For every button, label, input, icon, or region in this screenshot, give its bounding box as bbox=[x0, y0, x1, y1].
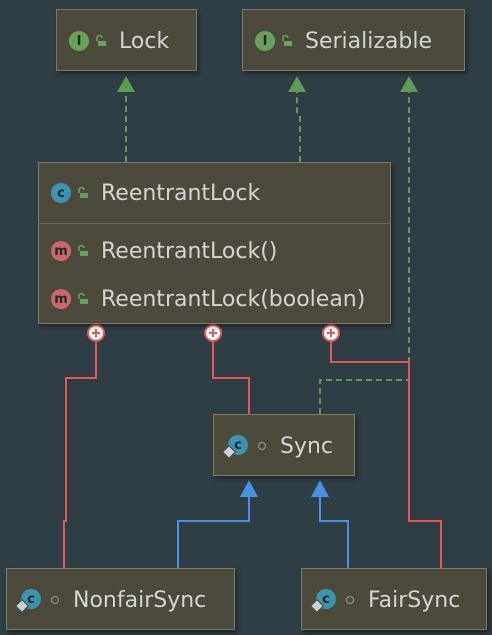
unlock-icon bbox=[282, 35, 292, 46]
inner-class-icon: c bbox=[309, 587, 338, 614]
unlock-icon bbox=[78, 293, 88, 304]
circle-icon bbox=[258, 442, 266, 450]
edge-fairsync-inner-of-reentrantlock bbox=[322, 324, 442, 568]
node-reentrantlock[interactable]: c ReentrantLock m ReentrantLock() m Reen… bbox=[38, 162, 391, 324]
unlock-icon bbox=[78, 245, 88, 256]
node-serializable-name: Serializable bbox=[305, 28, 433, 54]
node-sync[interactable]: c Sync bbox=[213, 414, 355, 476]
circle-icon bbox=[51, 596, 59, 604]
unlock-icon bbox=[96, 35, 106, 46]
edge-reentrantlock-implements-lock bbox=[117, 76, 135, 162]
node-lock[interactable]: I Lock bbox=[56, 9, 197, 71]
edge-reentrantlock-implements-serializable bbox=[288, 76, 306, 162]
node-divider bbox=[39, 223, 390, 224]
edge-sync-inner-of-reentrantlock bbox=[204, 324, 250, 414]
method-name: ReentrantLock(boolean) bbox=[101, 286, 366, 312]
node-reentrantlock-name: ReentrantLock bbox=[101, 180, 261, 206]
node-lock-name: Lock bbox=[119, 28, 170, 54]
method-name: ReentrantLock() bbox=[101, 238, 278, 264]
edge-fairsync-extends-sync bbox=[311, 480, 349, 568]
interface-icon: I bbox=[69, 31, 89, 51]
inner-class-icon: c bbox=[221, 433, 250, 460]
method-icon: m bbox=[51, 289, 71, 309]
unlock-icon bbox=[78, 187, 88, 198]
edge-nonfairsync-inner-of-reentrantlock bbox=[63, 324, 105, 568]
circle-icon bbox=[346, 596, 354, 604]
inner-class-icon: c bbox=[14, 587, 43, 614]
class-icon: c bbox=[51, 183, 71, 203]
node-nonfairsync[interactable]: c NonfairSync bbox=[6, 568, 235, 630]
node-fairsync-name: FairSync bbox=[368, 587, 461, 613]
method-icon: m bbox=[51, 241, 71, 261]
edge-nonfairsync-extends-sync bbox=[177, 480, 258, 568]
edge-sync-implements-serializable bbox=[319, 76, 418, 414]
node-nonfairsync-name: NonfairSync bbox=[73, 587, 207, 613]
method-row[interactable]: m ReentrantLock() bbox=[39, 229, 390, 273]
node-serializable[interactable]: I Serializable bbox=[242, 9, 465, 71]
node-fairsync[interactable]: c FairSync bbox=[301, 568, 487, 630]
node-sync-name: Sync bbox=[280, 433, 334, 459]
interface-icon: I bbox=[255, 31, 275, 51]
method-row[interactable]: m ReentrantLock(boolean) bbox=[39, 277, 390, 321]
